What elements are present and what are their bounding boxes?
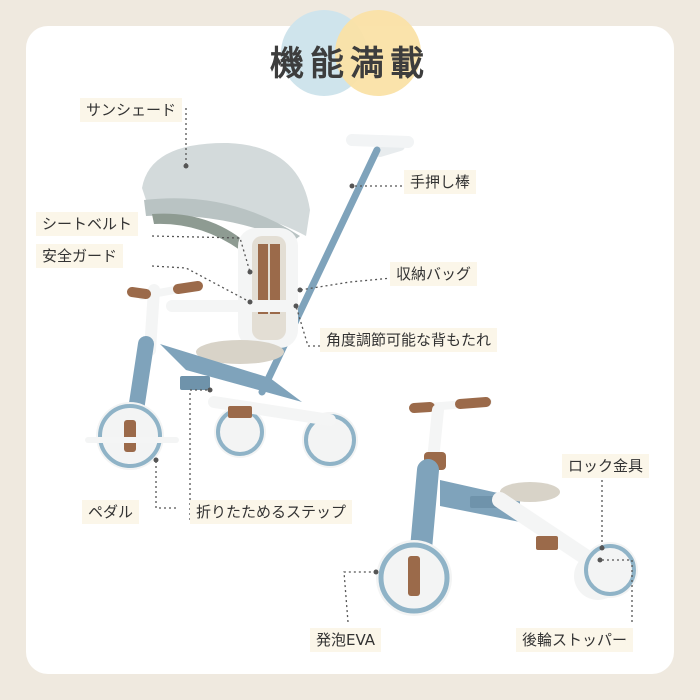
label-rear-stopper: 後輪ストッパー <box>516 628 634 652</box>
leader-lines <box>151 108 633 623</box>
label-foam-eva: 発泡EVA <box>310 628 382 652</box>
label-storage-bag: 収納バッグ <box>390 262 478 286</box>
label-safety-guard: 安全ガード <box>36 244 124 268</box>
label-folding-step: 折りたためるステップ <box>190 500 353 524</box>
label-lock-bracket: ロック金具 <box>562 454 650 478</box>
tricycle-balance-mode-image <box>376 397 638 616</box>
label-sunshade: サンシェード <box>80 98 183 122</box>
label-pedal: ペダル <box>82 500 140 524</box>
title-area: 機能満載 <box>0 0 700 110</box>
label-seatbelt: シートベルト <box>36 212 139 236</box>
tricycle-with-canopy-image <box>85 134 414 470</box>
title-circle-yellow <box>335 10 421 96</box>
label-push-bar: 手押し棒 <box>404 170 477 194</box>
leader-dots <box>153 163 605 575</box>
label-backrest: 角度調節可能な背もたれ <box>320 328 498 352</box>
page-title: 機能満載 <box>270 44 430 84</box>
